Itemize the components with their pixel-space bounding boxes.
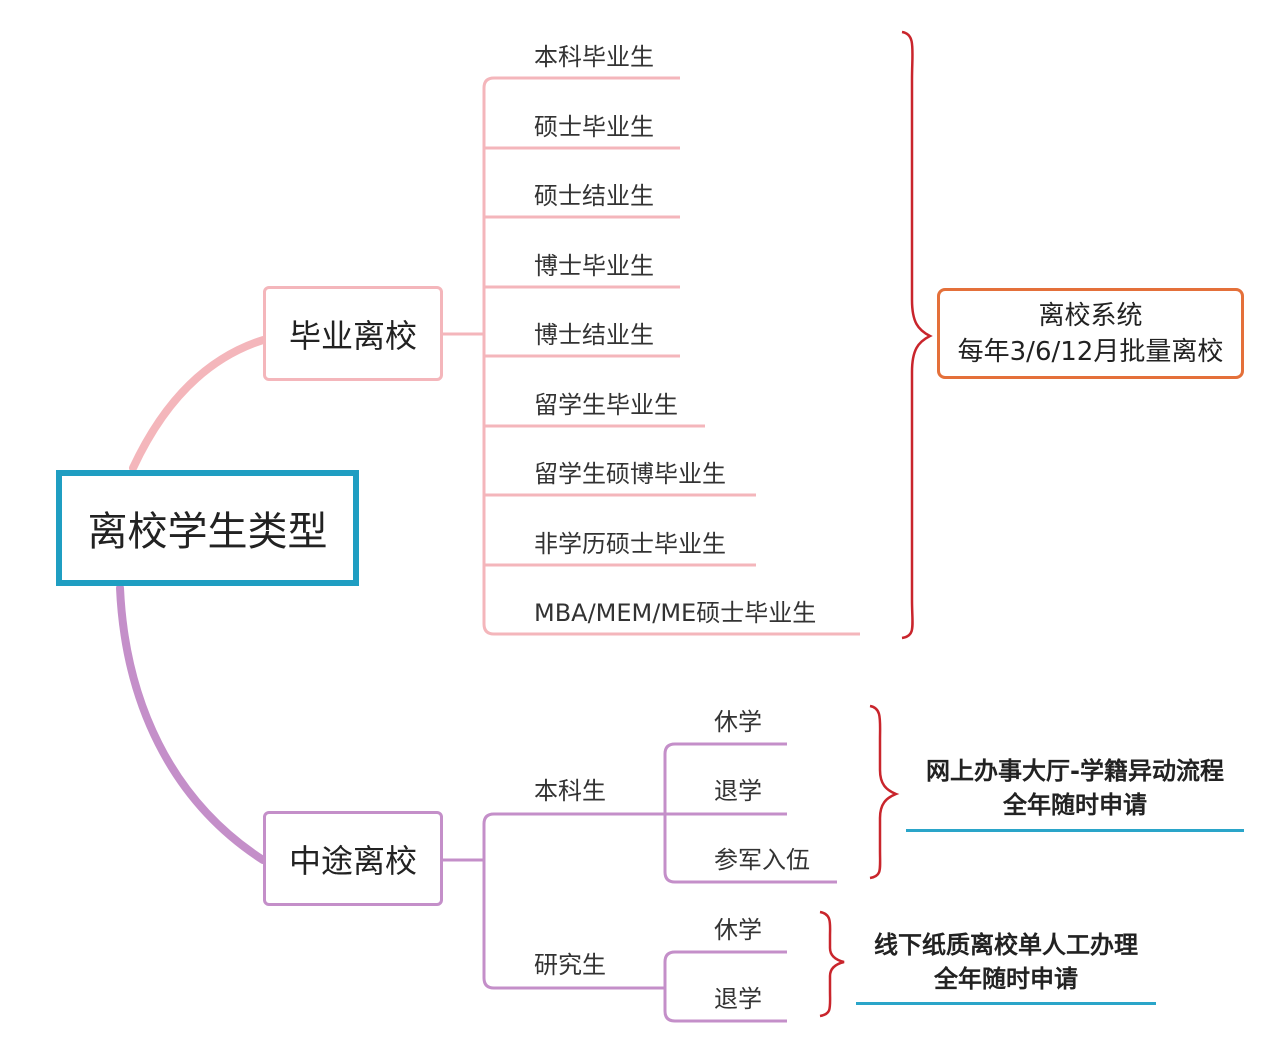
undergrad-item-enlist[interactable]: 参军入伍 <box>714 846 810 874</box>
system-line-1: 离校系统 <box>1038 300 1143 331</box>
undergrad-note-underline <box>906 829 1244 832</box>
graduate-label[interactable]: 研究生 <box>534 951 606 979</box>
graduate-brace <box>819 910 845 1018</box>
graduation-item[interactable]: 硕士结业生 <box>534 182 654 210</box>
system-line-2: 每年3/6/12月批量离校 <box>957 336 1224 367</box>
midway-node[interactable]: 中途离校 <box>263 811 443 906</box>
graduation-item[interactable]: 博士毕业生 <box>534 252 654 280</box>
graduation-item[interactable]: 博士结业生 <box>534 321 654 349</box>
graduation-item[interactable]: 留学生毕业生 <box>534 391 678 419</box>
graduate-note-underline <box>856 1002 1156 1005</box>
graduate-note-line-2: 全年随时申请 <box>934 965 1078 993</box>
midway-trunk <box>482 812 495 990</box>
undergrad-note-line-1: 网上办事大厅-学籍异动流程 <box>926 757 1224 785</box>
undergrad-item-withdraw[interactable]: 退学 <box>714 777 762 805</box>
connector-root-graduation <box>129 336 267 472</box>
undergrad-item-suspend[interactable]: 休学 <box>714 708 762 736</box>
undergrad-note: 网上办事大厅-学籍异动流程 全年随时申请 <box>906 754 1244 822</box>
undergrad-brace <box>869 704 900 880</box>
graduation-item[interactable]: 留学生硕博毕业生 <box>534 460 726 488</box>
graduate-note: 线下纸质离校单人工办理 全年随时申请 <box>856 928 1156 996</box>
undergrad-note-line-2: 全年随时申请 <box>1003 791 1147 819</box>
graduation-item[interactable]: 硕士毕业生 <box>534 113 654 141</box>
root-node[interactable]: 离校学生类型 <box>56 470 359 586</box>
undergrad-label[interactable]: 本科生 <box>534 777 606 805</box>
graduate-item-suspend[interactable]: 休学 <box>714 916 762 944</box>
system-node[interactable]: 离校系统 每年3/6/12月批量离校 <box>937 288 1244 379</box>
graduation-item[interactable]: MBA/MEM/ME硕士毕业生 <box>534 599 817 627</box>
graduate-subtrunk <box>663 950 676 1023</box>
graduation-item[interactable]: 本科毕业生 <box>534 43 654 71</box>
connector-root-midway <box>116 584 267 864</box>
graduate-note-line-1: 线下纸质离校单人工办理 <box>874 931 1138 959</box>
graduation-brace <box>901 30 933 640</box>
graduation-node[interactable]: 毕业离校 <box>263 286 443 381</box>
graduate-item-withdraw[interactable]: 退学 <box>714 985 762 1013</box>
graduation-item[interactable]: 非学历硕士毕业生 <box>534 530 726 558</box>
graduation-branches <box>484 76 860 636</box>
